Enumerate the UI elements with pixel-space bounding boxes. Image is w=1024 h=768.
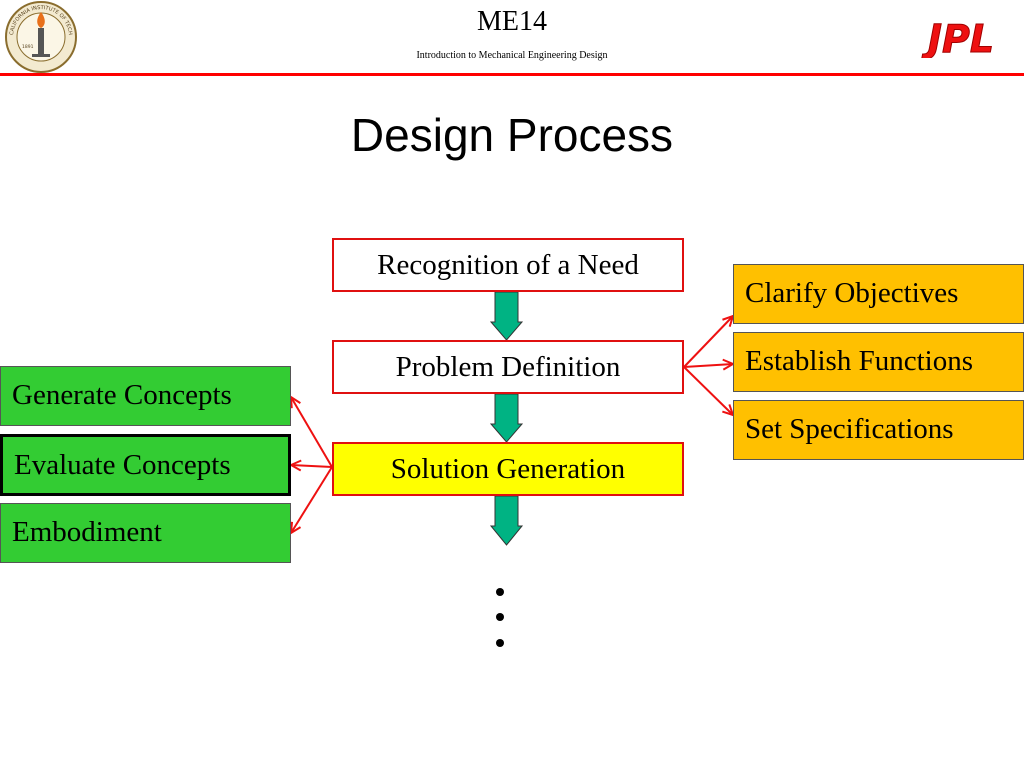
substep-set-specifications: Set Specifications (733, 400, 1024, 460)
down-arrow-3 (489, 495, 524, 546)
caltech-seal-icon: CALIFORNIA INSTITUTE OF TECHNOLOGY 1891 (2, 0, 77, 73)
course-title: ME14 (477, 6, 547, 37)
arrow-to-clarify-objectives (683, 316, 733, 368)
down-arrow-2 (489, 393, 524, 443)
arrow-to-set-specifications (683, 366, 733, 415)
step-solution-generation: Solution Generation (332, 442, 684, 496)
substep-clarify-objectives: Clarify Objectives (733, 264, 1024, 324)
slide-title: Design Process (350, 109, 674, 161)
step-problem-definition: Problem Definition (332, 340, 684, 394)
arrow-to-establish-functions (683, 364, 733, 367)
substep-establish-functions: Establish Functions (733, 332, 1024, 392)
course-subtitle: Introduction to Mechanical Engineering D… (416, 50, 608, 61)
jpl-logo-text: JPL (921, 18, 994, 58)
vertical-ellipsis-icon (496, 588, 504, 647)
substep-embodiment: Embodiment (0, 503, 291, 563)
header-divider (0, 73, 1024, 76)
jpl-logo-icon: JPL (920, 18, 994, 58)
step-recognition-of-need: Recognition of a Need (332, 238, 684, 292)
arrow-to-evaluate-concepts (291, 465, 333, 467)
arrow-to-embodiment (291, 466, 333, 533)
substep-generate-concepts: Generate Concepts (0, 366, 291, 426)
arrow-to-generate-concepts (291, 397, 333, 468)
seal-year: 1891 (22, 44, 34, 50)
down-arrow-1 (489, 291, 524, 341)
substep-evaluate-concepts: Evaluate Concepts (0, 434, 291, 496)
